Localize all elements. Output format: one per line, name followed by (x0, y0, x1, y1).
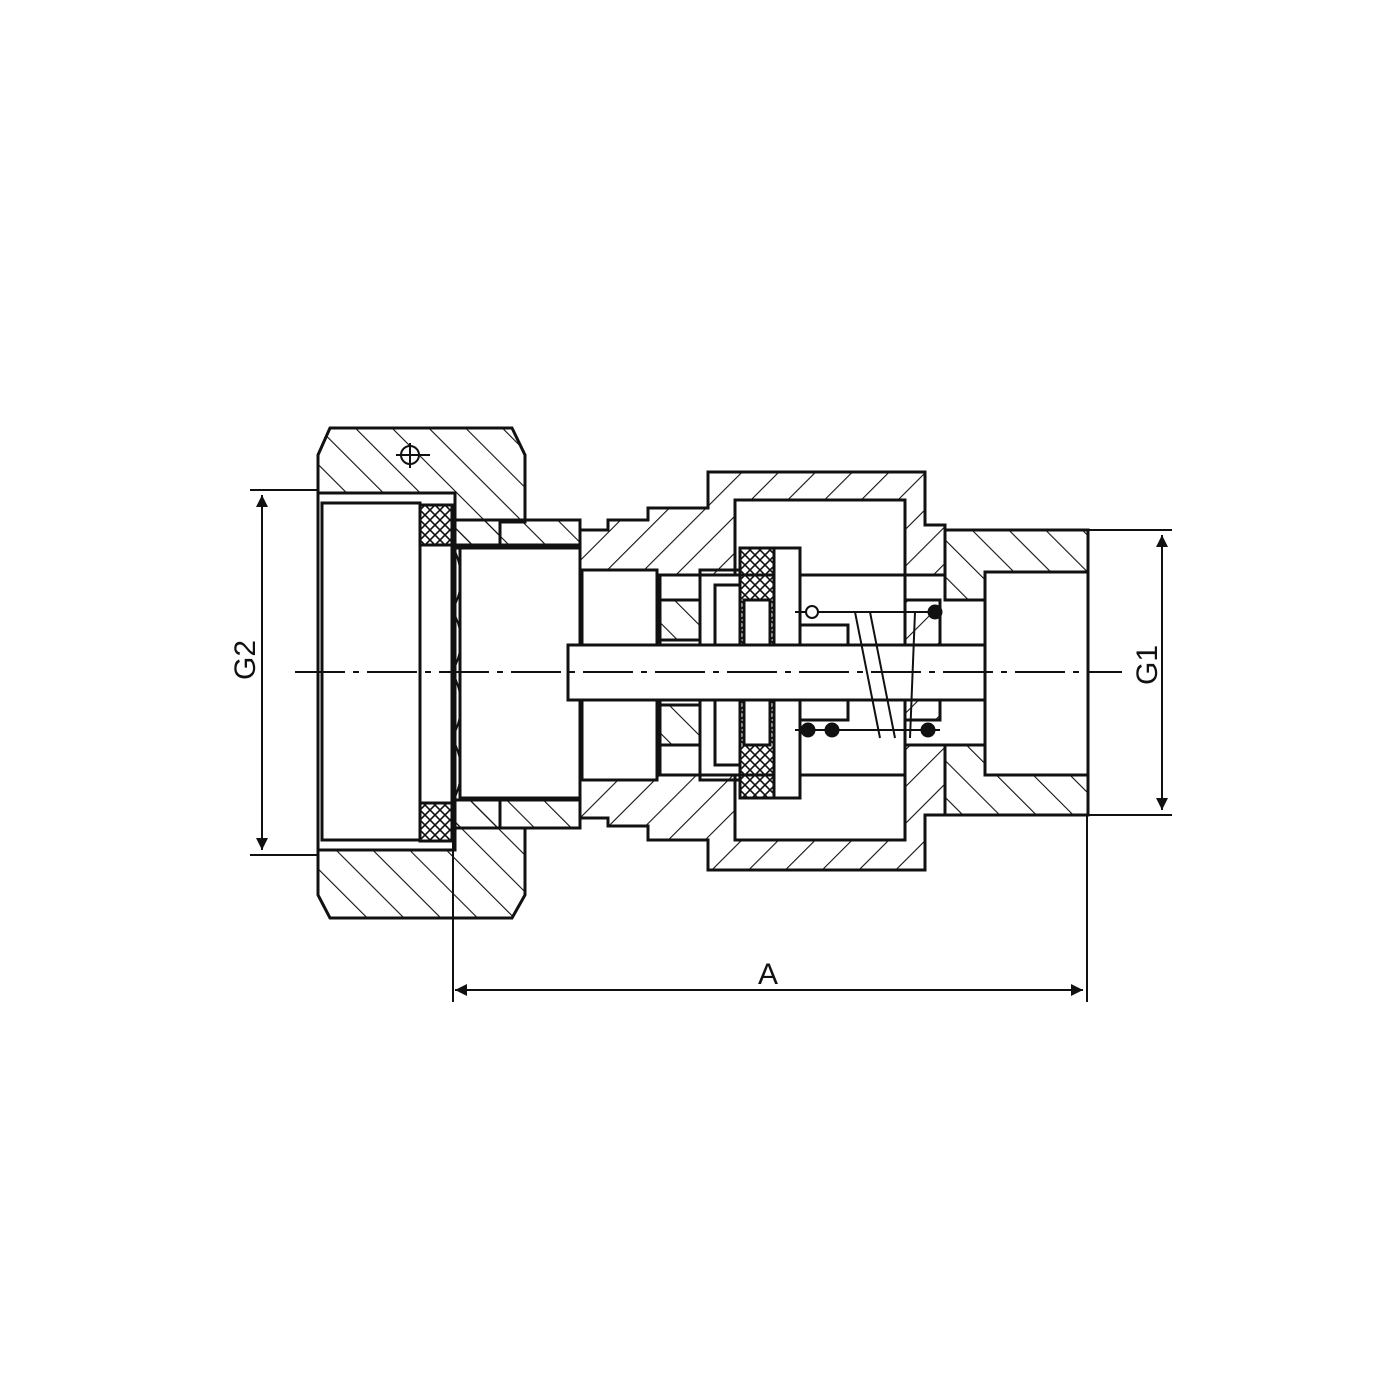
seal-top (418, 503, 454, 547)
dimension-label-g1: G1 (1131, 644, 1165, 686)
outlet-bore (983, 570, 1090, 777)
dimension-label-g2: G2 (229, 639, 263, 681)
spring (854, 611, 916, 739)
dimension-label-a: A (758, 958, 779, 991)
seal-bottom (418, 801, 454, 843)
tailpiece (453, 518, 582, 547)
